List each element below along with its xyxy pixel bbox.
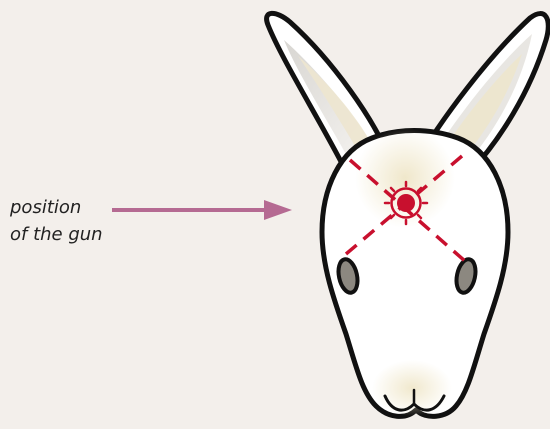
crosshair-target-icon: [385, 182, 427, 224]
arrow-right-icon: [112, 200, 292, 220]
